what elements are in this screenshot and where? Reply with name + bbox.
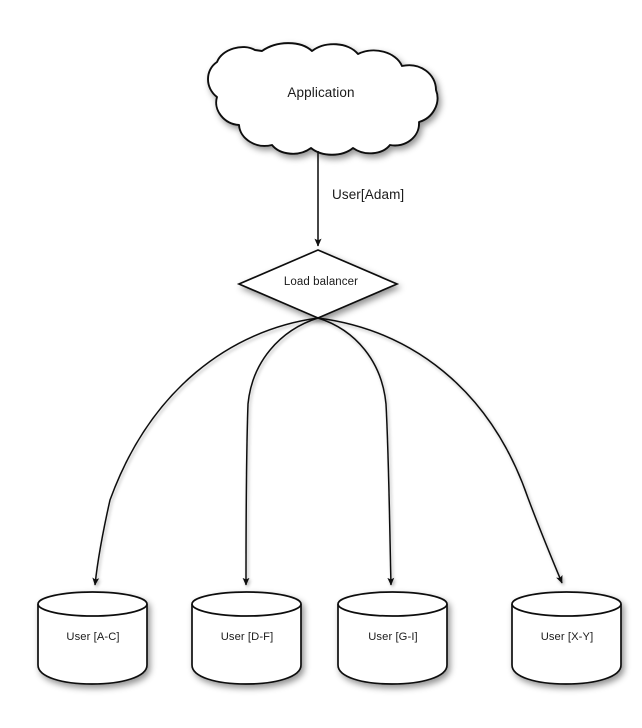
diamond-node-load-balancer[interactable] [236, 249, 400, 319]
cylinder-node-db-2[interactable] [191, 591, 302, 685]
cylinder-top [511, 591, 622, 617]
cylinder-body [511, 604, 622, 685]
cylinder-top [37, 591, 148, 617]
edge-to-db-1 [92, 317, 319, 586]
edge-to-db-3 [317, 317, 395, 586]
cloud-shape [207, 42, 439, 156]
cylinder-node-db-3[interactable] [337, 591, 448, 685]
cloud-node-application[interactable] [207, 42, 439, 156]
diamond-shape [236, 249, 400, 319]
edges-balancer-to-databases [92, 317, 563, 586]
cylinder-body [37, 604, 148, 685]
edge-to-db-4 [317, 317, 563, 584]
cylinder-top [337, 591, 448, 617]
cylinder-body [191, 604, 302, 685]
cylinder-body [337, 604, 448, 685]
edge-to-db-2 [242, 317, 319, 586]
cylinder-top [191, 591, 302, 617]
cylinder-node-db-1[interactable] [37, 591, 148, 685]
cylinder-node-db-4[interactable] [511, 591, 622, 685]
